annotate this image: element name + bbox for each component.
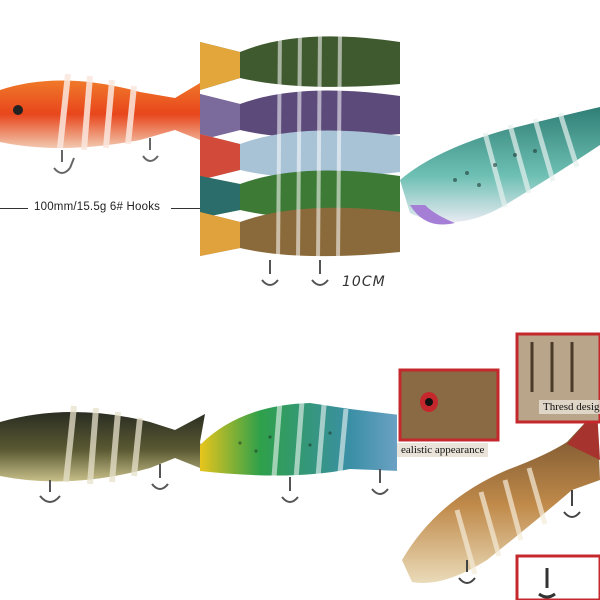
dark-perch-lure-photo	[0, 392, 205, 512]
teal-lure-photo	[395, 95, 600, 245]
lure-color-stack-photo	[200, 12, 400, 292]
length-label: 10CM	[342, 274, 386, 290]
orange-lure-photo	[0, 50, 205, 190]
spec-label: 100mm/15.5g 6# Hooks	[34, 201, 161, 213]
spec-leader-line	[0, 208, 28, 209]
perch-lure-detail-photo: ealistic appearance Thresd desig	[397, 320, 600, 600]
callout-realistic-appearance: ealistic appearance	[397, 443, 489, 457]
callout-thread-design: Thresd desig	[539, 400, 600, 414]
green-blue-lure-photo	[200, 385, 400, 525]
spec-leader-line-right	[171, 208, 201, 209]
